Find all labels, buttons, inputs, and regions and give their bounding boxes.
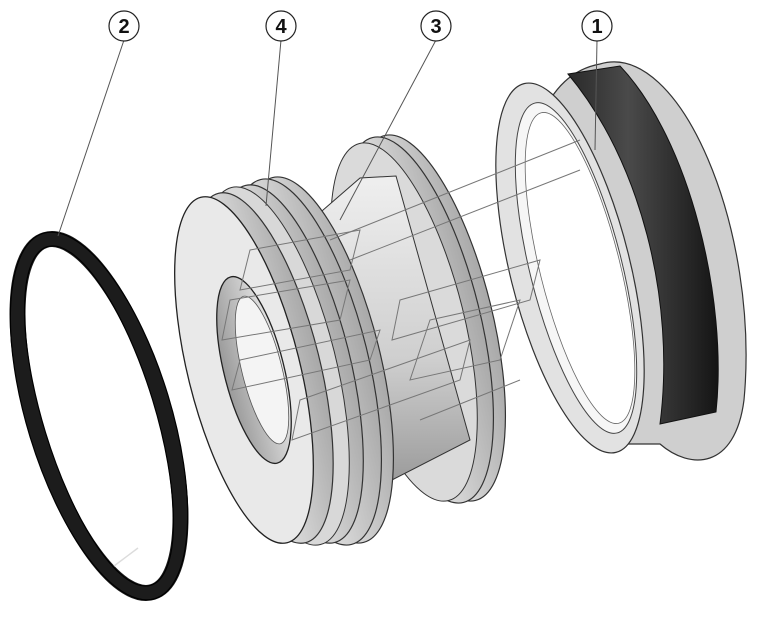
callout-label-4: 4: [275, 16, 287, 38]
leader-line-2: [57, 39, 125, 237]
seal-body-part-3-4: [174, 134, 507, 546]
leader-line-4: [265, 39, 282, 207]
callout-label-3: 3: [430, 16, 441, 38]
callout-label-1: 1: [591, 16, 602, 38]
seat-ring-part-1: [495, 61, 747, 461]
leader-lines: [57, 39, 598, 237]
o-ring-part-2: [9, 231, 189, 601]
callout-label-2: 2: [118, 16, 129, 38]
leader-line-1: [594, 39, 598, 151]
callout-2: 2: [108, 10, 140, 42]
leader-line-3: [339, 39, 437, 221]
background-hatch-lines: [221, 139, 581, 441]
callout-1: 1: [581, 10, 613, 42]
callout-4: 4: [265, 10, 297, 42]
callout-3: 3: [420, 10, 452, 42]
